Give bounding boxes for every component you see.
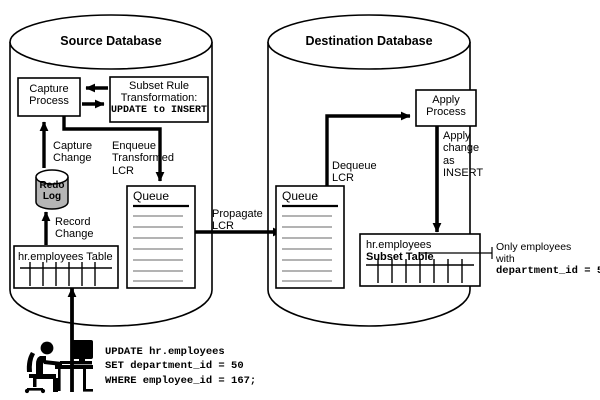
destination-queue-box [275,185,345,289]
person-at-computer-icon [24,340,93,394]
destination-subset-table-box [359,233,481,287]
subset-rule-transformation-box [109,76,209,123]
capture-process-label: Capture Process [29,83,69,108]
subset-table-callout-line2: with [496,253,515,265]
subset-rule-line1: Subset Rule [129,80,189,92]
capture-process-box [17,77,81,117]
apply-change-label: Apply change as INSERT [443,130,484,179]
source-database-title: Source Database [60,34,162,48]
source-employees-table-box [13,245,119,289]
subset-table-line1: hr.employees [366,239,432,251]
source-employees-table-label: hr.employees Table [18,251,113,263]
subset-rule-line3: UPDATE to INSERT [110,105,207,116]
subset-table-line2: Subset Table [366,251,434,263]
apply-process-box [415,89,477,127]
destination-database-title: Destination Database [305,34,433,48]
propagate-lcr-label: Propagate LCR [212,208,263,233]
capture-change-label: Capture Change [53,140,93,165]
subset-table-callout-line1: Only employees [496,241,572,253]
apply-process-label: Apply Process [426,94,466,119]
enqueue-transformed-lcr-arrow [62,116,165,182]
record-change-label: Record Change [55,216,94,241]
source-queue-box [126,185,196,289]
dequeue-lcr-arrow [325,111,411,186]
dequeue-lcr-label: Dequeue LCR [332,160,377,185]
client-sql-statement: UPDATE hr.employees SET department_id = … [105,346,257,387]
redo-log-label: Redo Log [39,180,65,203]
redo-log-cylinder [35,169,69,210]
subset-table-callout-line3: department_id = 50 [496,265,600,277]
enqueue-transformed-lcr-label: Enqueue Transformed LCR [112,140,174,177]
subset-table-callout-leader [419,247,493,259]
subset-rule-line2: Transformation: [120,92,198,104]
source-queue-label: Queue [133,189,170,203]
destination-queue-label: Queue [282,189,319,203]
